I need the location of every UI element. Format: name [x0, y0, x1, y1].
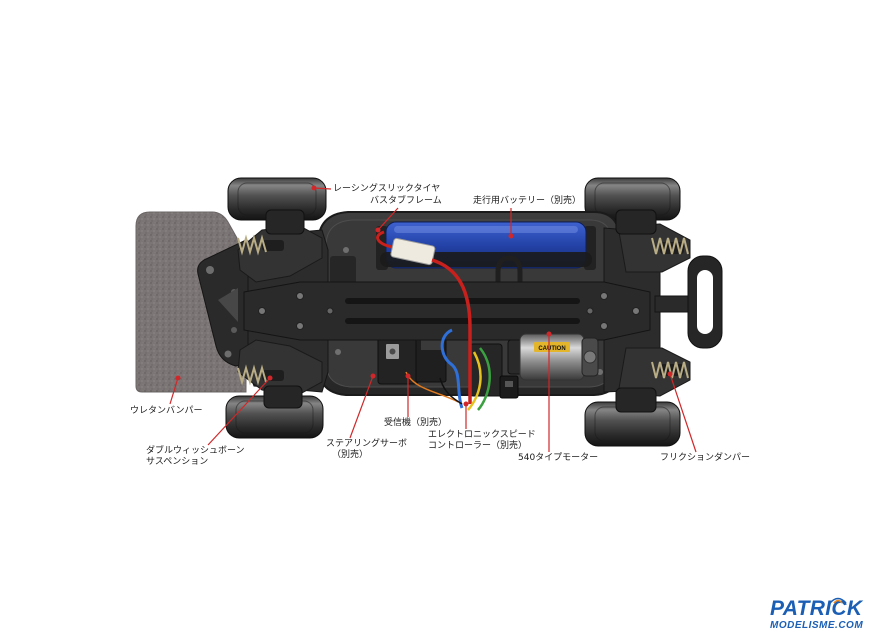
deck-slot	[345, 298, 580, 304]
servo-output	[389, 348, 396, 355]
brace-hole	[231, 327, 237, 333]
receiver-label	[421, 340, 441, 350]
label-suspension-line1: ダブルウィッシュボーン	[146, 446, 245, 456]
speed-controller	[469, 343, 519, 399]
leader-dot-damper	[667, 371, 673, 377]
tub-screw	[343, 247, 349, 253]
esc-switch-knob	[505, 381, 513, 387]
label-steering-servo: ステアリングサーボ （別売）	[326, 439, 407, 461]
rear-spring-top	[651, 237, 689, 255]
leader-dot-suspension	[267, 375, 273, 381]
front-bumper-brace	[197, 239, 255, 367]
watermark-logo: PATRICK MODELISME.COM	[770, 598, 876, 638]
front-spring-top	[237, 234, 267, 256]
label-bathtub-frame: バスタブフレーム	[370, 196, 442, 206]
label-speed-controller-line2: コントローラー（別売）	[428, 441, 528, 451]
leader-dot-bumper	[175, 375, 181, 381]
leader-dot-motor	[546, 331, 552, 337]
watermark-site: MODELISME.COM	[770, 620, 864, 631]
rear-suspension	[603, 209, 723, 413]
signal-waves-icon	[829, 597, 847, 604]
motor-bearing	[583, 350, 597, 364]
deck-screw	[326, 307, 334, 315]
rear-bumper-opening	[697, 270, 713, 334]
battery-pack	[376, 221, 596, 270]
leader-dot-bathtub	[375, 227, 381, 233]
battery-lead-short	[376, 230, 393, 249]
label-battery: 走行用バッテリー（別売）	[473, 196, 582, 206]
deck-plate	[243, 281, 651, 341]
deck-screw	[296, 292, 304, 300]
signal-wave-outer	[829, 597, 847, 604]
leader-servo	[349, 375, 374, 439]
brace-hole	[224, 350, 232, 358]
battery-connector	[390, 237, 436, 266]
motor-caution-text: CAUTION	[538, 346, 565, 352]
leader-dot-receiver	[405, 373, 411, 379]
wire-blue	[440, 328, 464, 409]
label-receiver: 受信機（別売）	[384, 418, 448, 428]
deck-screw	[296, 322, 304, 330]
rear-hub-top	[615, 209, 657, 235]
label-speed-controller: エレクトロニックスピード コントローラー（別売）	[428, 430, 536, 452]
leader-tire	[313, 187, 332, 190]
label-speed-controller-line1: エレクトロニックスピード	[428, 430, 536, 440]
upper-deck	[243, 281, 651, 341]
rear-hub-bottom	[615, 387, 657, 413]
steering-servo	[377, 327, 419, 385]
callout-leaders	[169, 185, 697, 453]
deck-screw	[632, 307, 640, 315]
leader-dot-servo	[370, 373, 376, 379]
signal-wave-inner	[833, 599, 843, 604]
motor-540: CAUTION	[507, 333, 599, 381]
rear-spring-bottom	[651, 361, 689, 379]
label-steering-servo-line2: （別売）	[332, 450, 369, 460]
tub-component	[330, 256, 356, 286]
label-racing-slick-tire: レーシングスリックタイヤ	[333, 184, 441, 194]
deck-screw	[586, 307, 594, 315]
label-friction-damper: フリクションダンパー	[660, 453, 751, 463]
brace-hole	[206, 266, 214, 274]
front-knuckle-top	[265, 209, 305, 235]
tub-screw	[335, 349, 341, 355]
leader-dot-esc	[463, 401, 469, 407]
front-spring-bottom	[237, 364, 267, 386]
battery-highlight	[394, 226, 578, 233]
wire-yellow	[467, 351, 482, 411]
wire-red	[431, 258, 472, 404]
leader-dot-tire	[311, 185, 317, 191]
label-suspension-line2: サスペンション	[146, 457, 209, 467]
brace-cutout	[218, 288, 238, 322]
motor-caution-sticker	[534, 342, 570, 352]
front-damper-bottom	[262, 370, 284, 381]
wire-black	[439, 377, 463, 405]
post-loop	[495, 255, 523, 300]
label-urethane-bumper: ウレタンバンパー	[130, 406, 203, 416]
motor-can	[519, 333, 585, 381]
deck-screw	[600, 292, 608, 300]
leader-damper	[669, 373, 697, 453]
leader-bathtub	[377, 207, 399, 231]
watermark-brand: PATRICK	[770, 597, 863, 620]
leader-bumper	[169, 377, 179, 405]
label-steering-servo-line1: ステアリングサーボ	[326, 439, 408, 449]
leader-dot-battery	[508, 233, 514, 239]
wire-green	[477, 347, 491, 411]
deck-screw	[258, 307, 266, 315]
front-knuckle-bottom	[263, 385, 303, 409]
deck-slot	[345, 318, 580, 324]
label-motor: 540タイプモーター	[518, 453, 599, 463]
label-suspension: ダブルウィッシュボーン サスペンション	[146, 446, 245, 468]
front-damper-top	[262, 240, 284, 251]
rear-bumper-mount	[654, 295, 692, 313]
leader-suspension	[207, 377, 271, 446]
deck-screw	[600, 322, 608, 330]
